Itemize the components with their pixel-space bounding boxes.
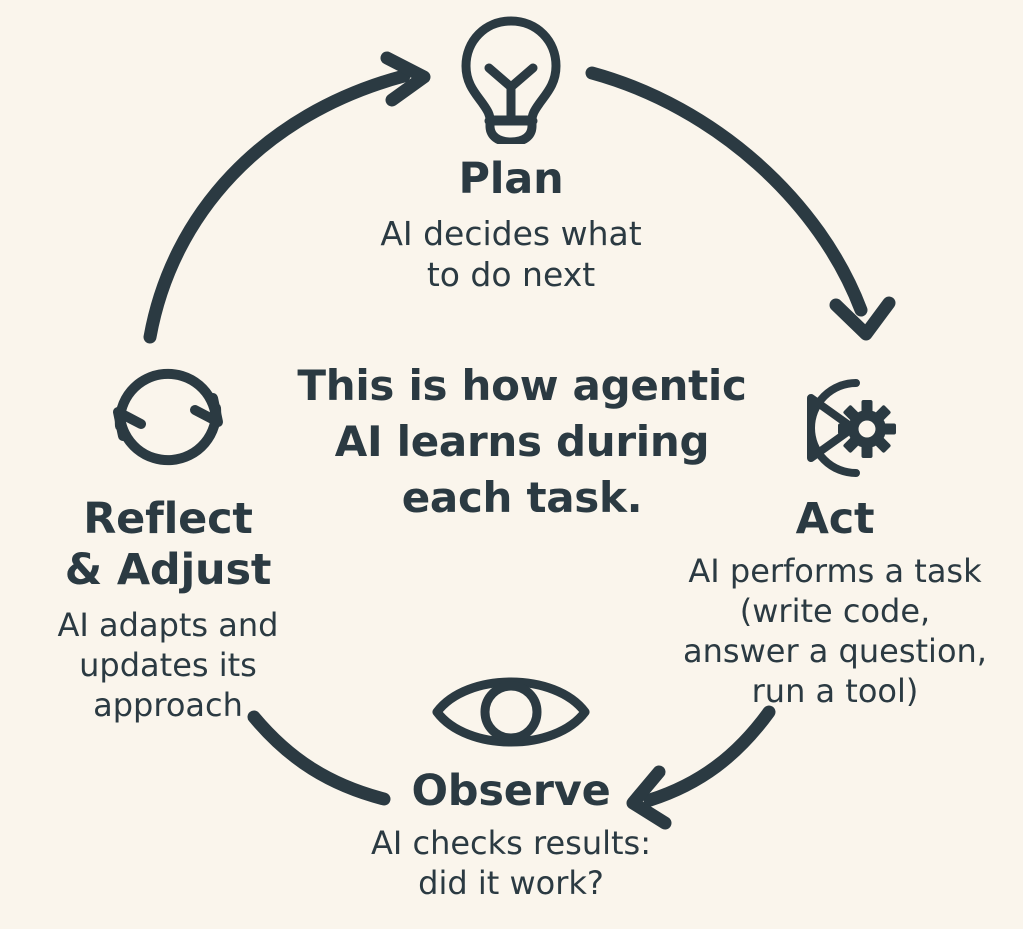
node-plan-title: Plan (458, 154, 564, 204)
node-reflect-title: Reflect & Adjust (64, 494, 272, 595)
node-act-title: Act (795, 494, 875, 544)
node-reflect-desc: AI adapts and updates its approach (57, 606, 279, 725)
node-observe-title: Observe (411, 766, 611, 816)
node-reflect: Reflect & Adjust AI adapts and updates i… (8, 356, 328, 725)
center-caption: This is how agentic AI learns during eac… (297, 361, 747, 522)
refresh-cycle-icon (113, 368, 223, 466)
node-observe: Observe AI checks results: did it work? (321, 662, 701, 903)
node-observe-desc: AI checks results: did it work? (370, 824, 651, 902)
node-plan-desc: AI decides what to do next (380, 214, 642, 295)
node-act: Act AI performs a task (write code, answ… (660, 372, 1010, 711)
node-act-desc: AI performs a task (write code, answer a… (683, 552, 987, 710)
lightbulb-icon (461, 16, 561, 144)
node-plan: Plan AI decides what to do next (331, 14, 691, 296)
eye-icon (432, 677, 590, 747)
gear-shape (838, 400, 896, 458)
play-gear-icon (807, 379, 896, 477)
